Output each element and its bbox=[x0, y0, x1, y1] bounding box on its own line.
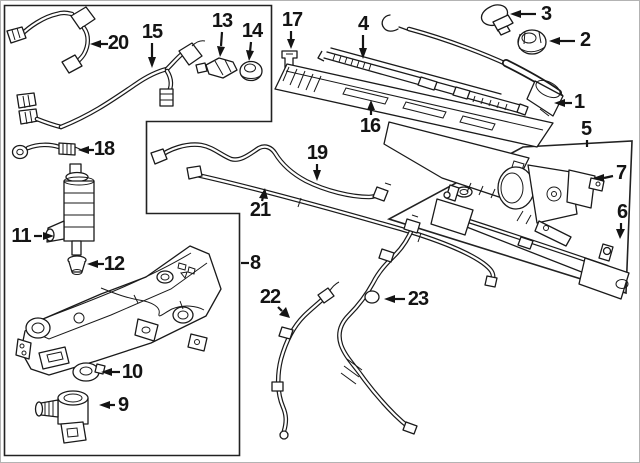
reservoir-assembly-box bbox=[3, 4, 273, 457]
wiper-module-box bbox=[386, 140, 633, 295]
hose-19-art bbox=[150, 142, 392, 202]
pivot-cap-3-art bbox=[480, 4, 514, 36]
hose-23-art bbox=[337, 214, 421, 435]
hose-20-art bbox=[6, 6, 96, 74]
wiper-blade-4-art bbox=[317, 47, 529, 116]
pivot-nut-2-art bbox=[517, 29, 547, 55]
grommet-14-art bbox=[239, 60, 263, 82]
wiper-arm-1-art bbox=[381, 14, 564, 117]
washer-nozzle-13-art bbox=[195, 57, 238, 79]
grommet-10-art bbox=[72, 362, 106, 382]
pump-9-art bbox=[34, 390, 89, 444]
cowl-panel-16-art bbox=[274, 63, 554, 201]
washer-pump-11-art bbox=[45, 163, 95, 256]
hose-15-art bbox=[16, 40, 206, 130]
hose-18-art bbox=[11, 142, 83, 160]
reservoir-8-art bbox=[15, 245, 222, 376]
callout-arrows bbox=[34, 10, 625, 409]
wiper-motor-7-art bbox=[497, 164, 605, 247]
grommet-12-art bbox=[67, 255, 87, 275]
hose-22-art bbox=[271, 281, 340, 440]
wiper-linkage-6-art bbox=[430, 184, 630, 300]
